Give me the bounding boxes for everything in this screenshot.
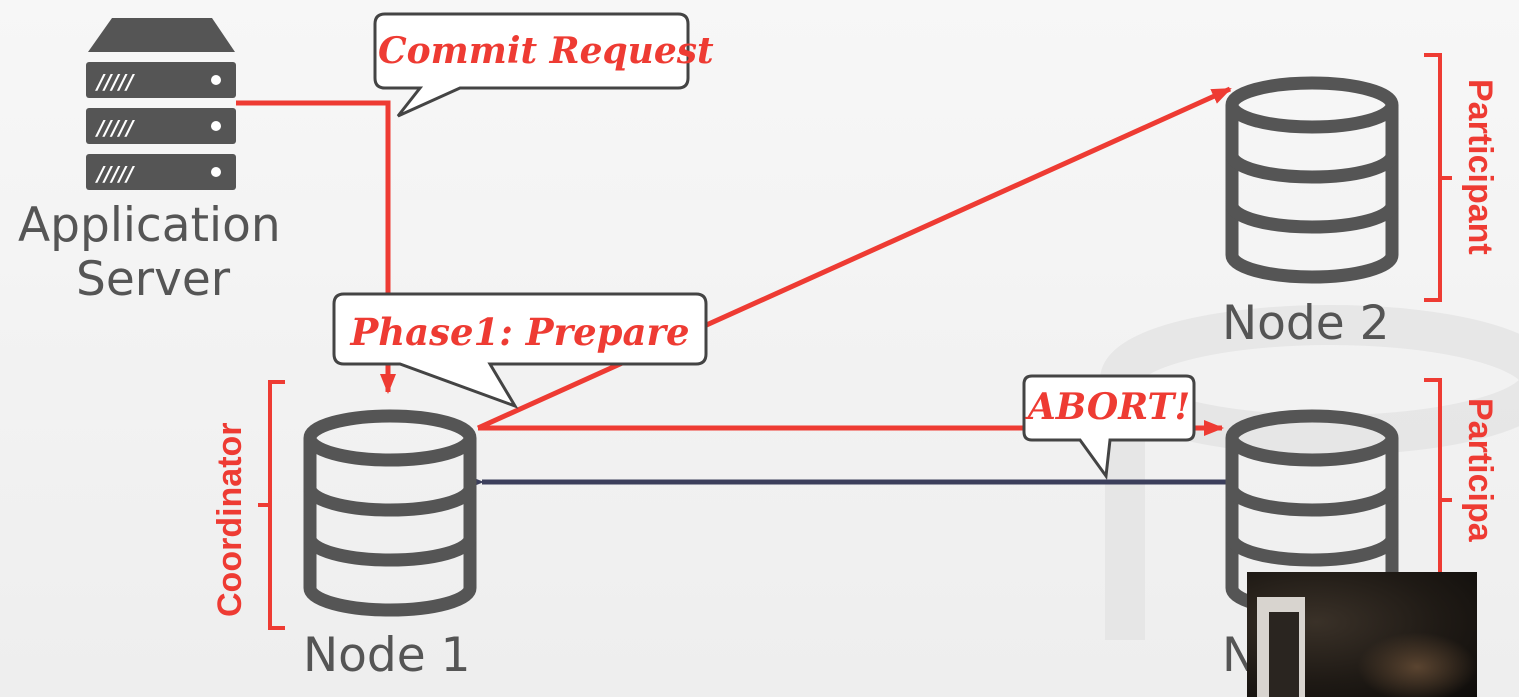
svg-text://///: ///// <box>95 116 135 140</box>
participant-top-label: Participant <box>1461 79 1499 255</box>
svg-text://///: ///// <box>95 70 135 94</box>
node2-label: Node 2 <box>1222 296 1390 351</box>
webcam-light <box>1357 632 1477 697</box>
commit-request-text: Commit Request <box>378 30 714 72</box>
svg-text://///: ///// <box>95 162 135 186</box>
node1-label: Node 1 <box>303 628 471 683</box>
server-icon: ///// ///// ///// <box>86 18 236 190</box>
commit-request-bubble <box>373 12 690 118</box>
prepare-bubble <box>332 292 708 409</box>
presenter-webcam-overlay <box>1247 572 1477 697</box>
node2-database-icon <box>1232 83 1392 277</box>
coordinator-bracket <box>258 380 285 630</box>
participant-bottom-label: Participa <box>1461 398 1499 542</box>
node1-database-icon <box>310 416 470 610</box>
abort-bubble <box>1022 374 1196 481</box>
webcam-doorway <box>1269 612 1299 697</box>
app-server-label-line2: Server <box>76 252 231 307</box>
coordinator-label: Coordinator <box>211 422 249 617</box>
prepare-text: Phase1: Prepare <box>350 310 690 354</box>
abort-text: ABORT! <box>1027 386 1191 428</box>
participant-top-bracket <box>1424 53 1452 302</box>
app-server-label-line1: Application <box>18 198 281 253</box>
prepare-arrow-node2 <box>476 86 1232 431</box>
